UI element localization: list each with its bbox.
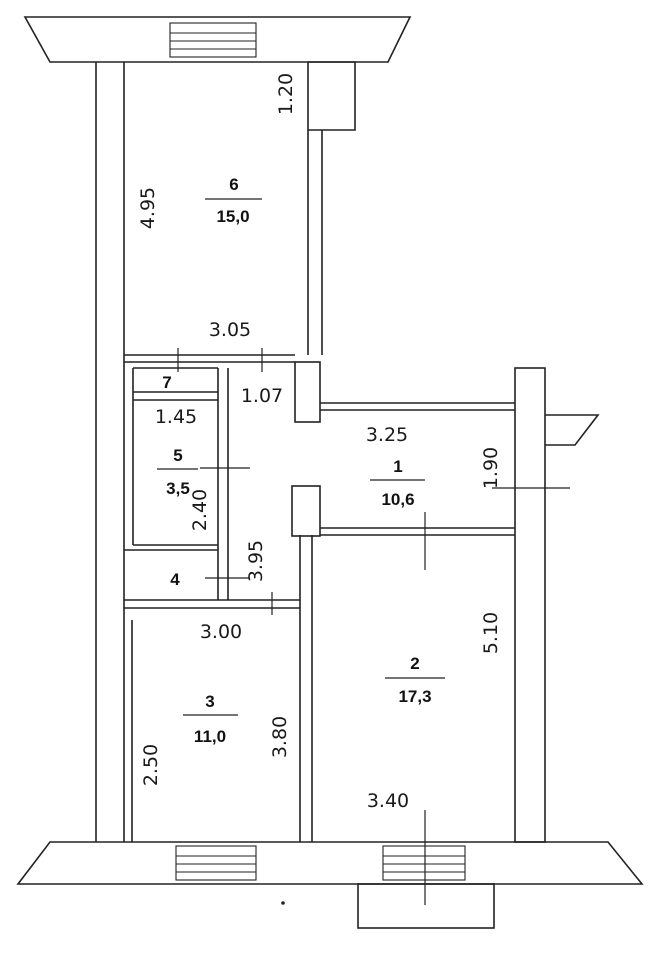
room-4-number: 4	[170, 570, 180, 589]
room-2-area: 17,3	[398, 687, 431, 706]
room-4-label: 4	[170, 570, 180, 589]
room-5-label: 5 3,5	[157, 446, 198, 498]
partitions	[124, 354, 515, 842]
room-5-number: 5	[173, 446, 182, 465]
room-3-area: 11,0	[194, 727, 226, 746]
dim-room1-width: 3.25	[366, 424, 408, 446]
dimension-labels: 1.20 4.95 3.05 1.07 1.45 2.40 3.95 3.25 …	[137, 73, 502, 812]
dim-room3-length-left: 2.50	[140, 744, 162, 786]
dim-room1-length: 1.90	[480, 447, 502, 489]
room-2-number: 2	[410, 654, 419, 673]
room-2-label: 2 17,3	[385, 654, 445, 706]
dim-room6-length: 4.95	[137, 187, 159, 229]
outer-walls	[95, 61, 600, 843]
dim-room5-width: 1.45	[155, 406, 197, 428]
top-window-block	[23, 16, 412, 63]
room-7-number: 7	[162, 373, 171, 392]
room-6-label: 6 15,0	[205, 175, 262, 226]
dim-room6-width: 3.05	[209, 319, 251, 341]
dim-corridor-length: 3.95	[245, 540, 267, 582]
room-3-label: 3 11,0	[183, 692, 238, 746]
dim-room3-length-right: 3.80	[269, 716, 291, 758]
room-1-area: 10,6	[381, 490, 414, 509]
room-6-area: 15,0	[216, 207, 249, 226]
dim-room2-width: 3.40	[367, 790, 409, 812]
dim-niche-top: 1.20	[275, 73, 297, 115]
dim-room3-width: 3.00	[200, 621, 242, 643]
dim-room2-length: 5.10	[480, 612, 502, 654]
room-1-number: 1	[393, 457, 402, 476]
room-5-area: 3,5	[166, 479, 190, 498]
room-3-number: 3	[205, 692, 214, 711]
scan-dot	[281, 901, 285, 905]
dimension-ticks	[177, 348, 570, 905]
bottom-window-block	[16, 841, 644, 929]
room-1-label: 1 10,6	[370, 457, 425, 509]
room-6-number: 6	[229, 175, 238, 194]
dim-room5-length: 2.40	[189, 489, 211, 531]
room-7-label: 7	[162, 373, 171, 392]
dim-room7-door: 1.07	[241, 385, 283, 407]
